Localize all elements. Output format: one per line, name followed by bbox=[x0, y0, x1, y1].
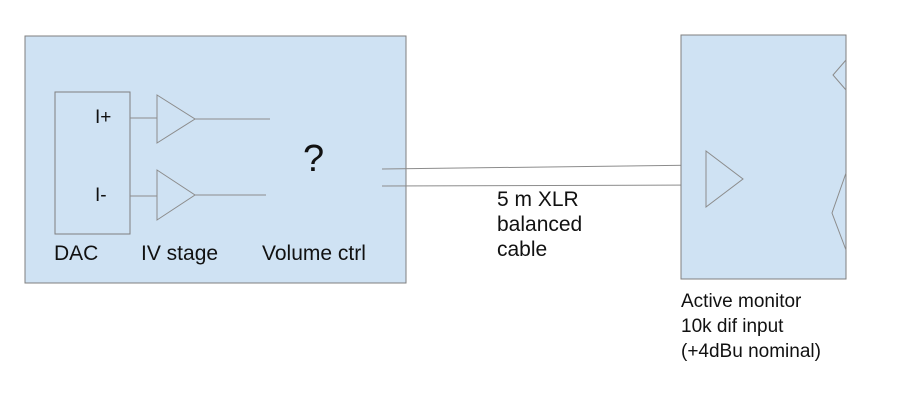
iv-amp-negative-icon bbox=[156, 169, 196, 221]
cable-label-line-1: 5 m XLR bbox=[497, 188, 579, 211]
dac-negative-label: I- bbox=[95, 185, 107, 206]
dac-positive-label: I+ bbox=[95, 107, 112, 128]
dac-stage-label: DAC bbox=[54, 242, 99, 265]
monitor-label-line-1: Active monitor bbox=[681, 291, 802, 312]
tweeter-icon bbox=[832, 59, 847, 91]
dac-block bbox=[54, 91, 131, 235]
monitor-label-line-2: 10k dif input bbox=[681, 316, 784, 337]
monitor-box bbox=[680, 34, 847, 280]
iv-stage-label: IV stage bbox=[141, 242, 219, 265]
volume-ctrl-label: Volume ctrl bbox=[262, 242, 366, 265]
cable-hot-wire bbox=[381, 164, 707, 170]
cable-label-line-2: balanced bbox=[497, 213, 583, 236]
monitor-label-line-3: (+4dBu nominal) bbox=[681, 341, 821, 362]
woofer-icon bbox=[831, 172, 847, 251]
monitor-input-amp-icon bbox=[705, 149, 744, 209]
cable-label-line-3: cable bbox=[497, 238, 548, 261]
iv-amp-positive-icon bbox=[156, 94, 196, 144]
volume-unknown-symbol: ? bbox=[303, 138, 325, 180]
cable-cold-wire bbox=[381, 184, 707, 187]
